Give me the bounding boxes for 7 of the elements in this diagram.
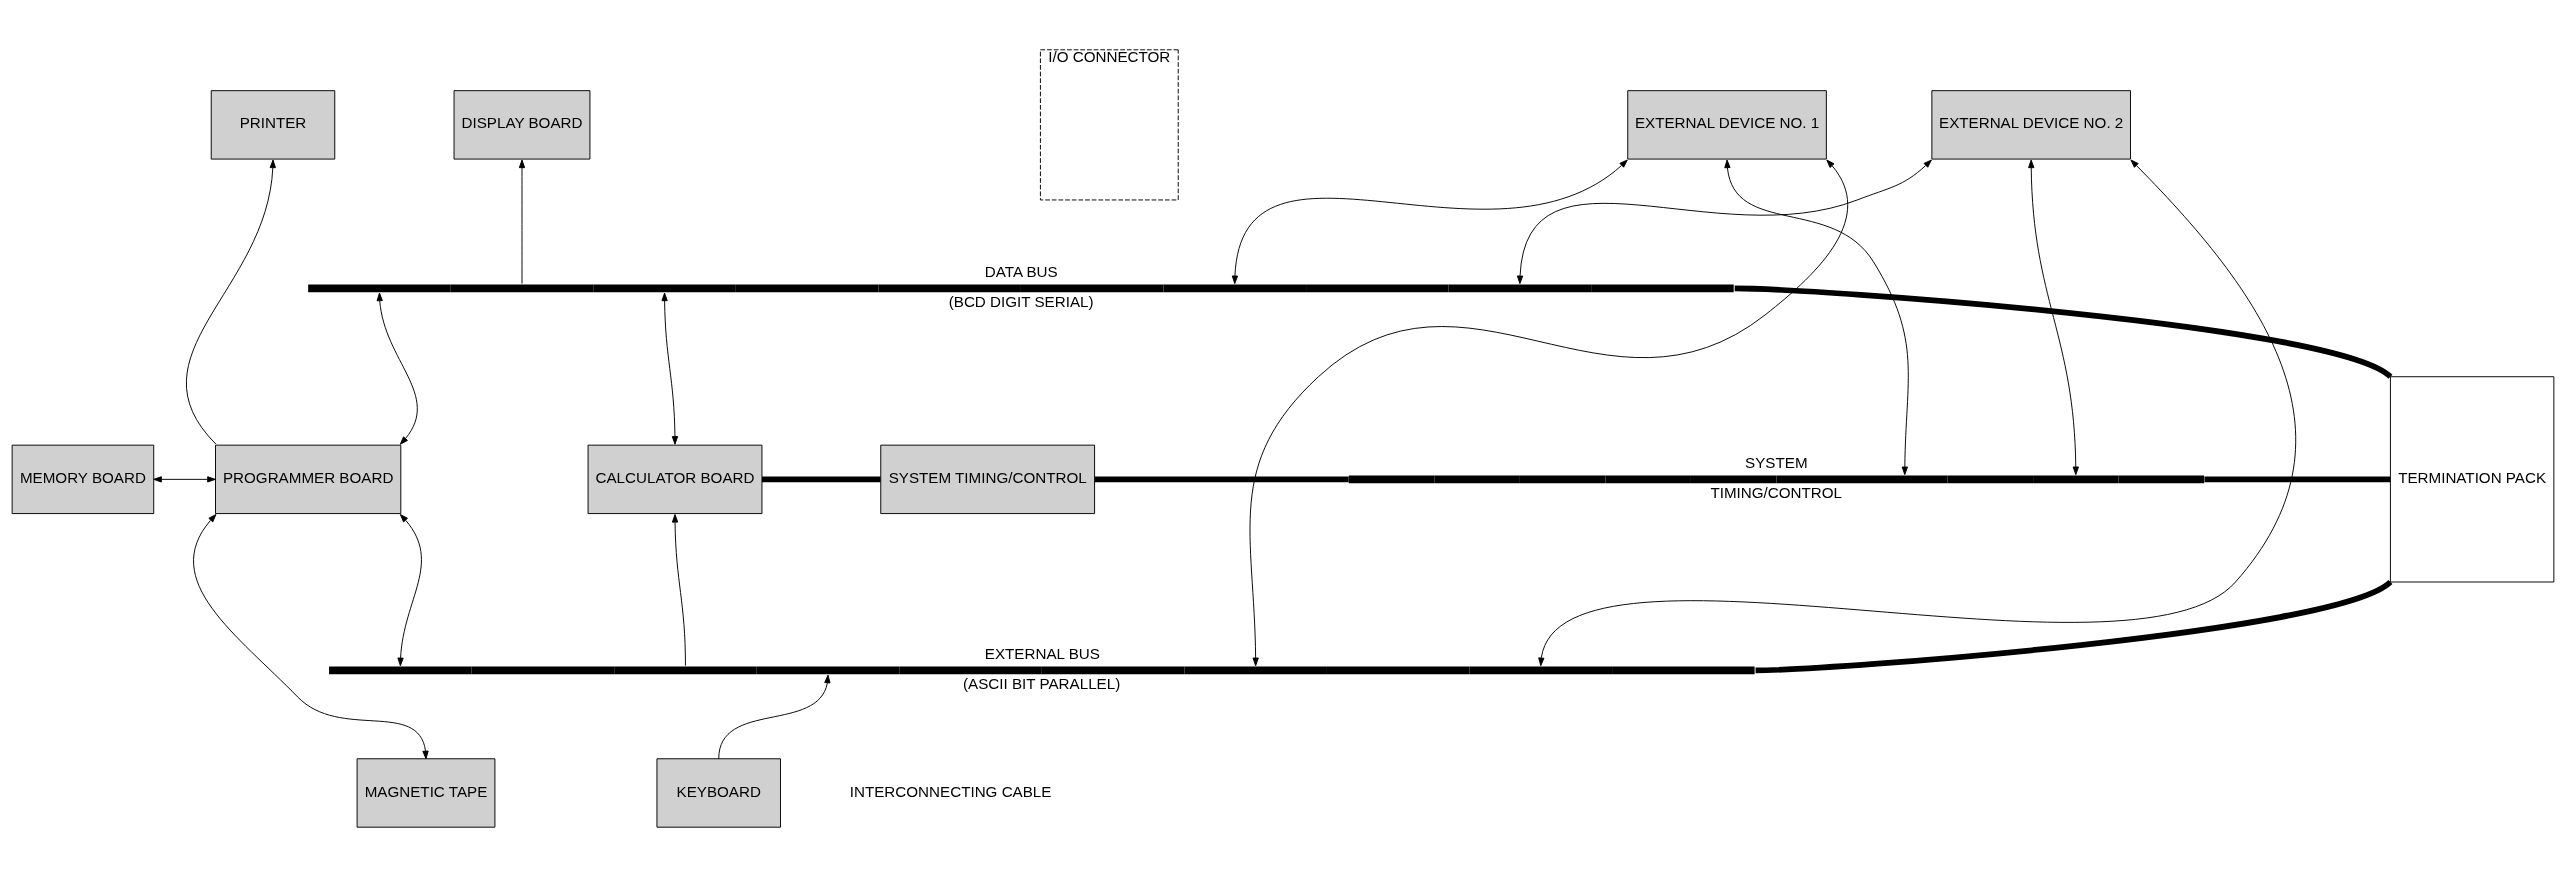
node-label: DATA BUS <box>984 262 1058 280</box>
label: INTERCONNECTING CABLE <box>849 782 1052 800</box>
node-label: (BCD DIGIT SERIAL) <box>948 292 1094 310</box>
node-label: TIMING/CONTROL <box>1710 483 1843 501</box>
node-label: EXTERNAL BUS <box>984 644 1100 662</box>
node-label: (ASCII BIT PARALLEL) <box>962 674 1121 692</box>
node-label: SYSTEM <box>1745 453 1808 471</box>
